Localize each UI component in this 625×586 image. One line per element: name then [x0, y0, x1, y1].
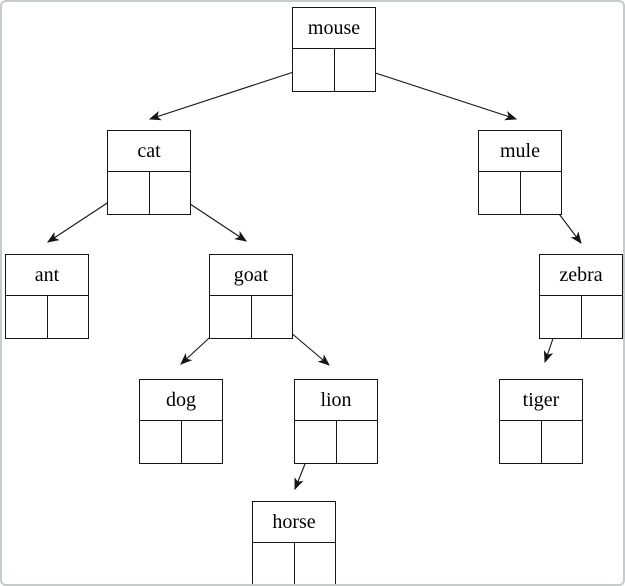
node-cat: cat: [107, 130, 191, 215]
node-label: cat: [108, 131, 190, 172]
node-ant: ant: [5, 254, 89, 339]
node-horse: horse: [252, 501, 336, 584]
left-pointer-cell: [479, 172, 521, 214]
node-label: horse: [253, 502, 335, 543]
left-pointer-cell: [540, 296, 582, 338]
right-pointer-cell: [48, 296, 89, 338]
pointer-cells: [479, 172, 561, 214]
right-pointer-cell: [521, 172, 562, 214]
pointer-cells: [210, 296, 292, 338]
left-pointer-cell: [253, 543, 295, 584]
node-label: ant: [6, 255, 88, 296]
node-label: mule: [479, 131, 561, 172]
left-pointer-cell: [108, 172, 150, 214]
node-label: tiger: [500, 380, 582, 421]
node-label: dog: [140, 380, 222, 421]
pointer-cells: [540, 296, 622, 338]
node-label: zebra: [540, 255, 622, 296]
node-mouse: mouse: [292, 7, 376, 92]
left-pointer-cell: [210, 296, 252, 338]
right-pointer-cell: [337, 421, 378, 463]
node-label: lion: [295, 380, 377, 421]
node-label: mouse: [293, 8, 375, 49]
pointer-cells: [293, 49, 375, 91]
left-pointer-cell: [500, 421, 542, 463]
node-goat: goat: [209, 254, 293, 339]
right-pointer-cell: [182, 421, 223, 463]
right-pointer-cell: [335, 49, 376, 91]
left-pointer-cell: [6, 296, 48, 338]
node-zebra: zebra: [539, 254, 623, 339]
node-lion: lion: [294, 379, 378, 464]
edge-mouse-right-to-mule: [353, 65, 518, 121]
right-pointer-cell: [150, 172, 191, 214]
node-mule: mule: [478, 130, 562, 215]
right-pointer-cell: [295, 543, 336, 584]
pointer-cells: [500, 421, 582, 463]
right-pointer-cell: [542, 421, 583, 463]
edge-mouse-left-to-cat: [148, 64, 316, 121]
pointer-cells: [140, 421, 222, 463]
right-pointer-cell: [582, 296, 623, 338]
node-dog: dog: [139, 379, 223, 464]
pointer-cells: [295, 421, 377, 463]
node-tiger: tiger: [499, 379, 583, 464]
left-pointer-cell: [295, 421, 337, 463]
left-pointer-cell: [293, 49, 335, 91]
pointer-cells: [108, 172, 190, 214]
pointer-cells: [253, 543, 336, 584]
pointer-cells: [6, 296, 88, 338]
left-pointer-cell: [140, 421, 182, 463]
right-pointer-cell: [252, 296, 293, 338]
node-label: goat: [210, 255, 292, 296]
